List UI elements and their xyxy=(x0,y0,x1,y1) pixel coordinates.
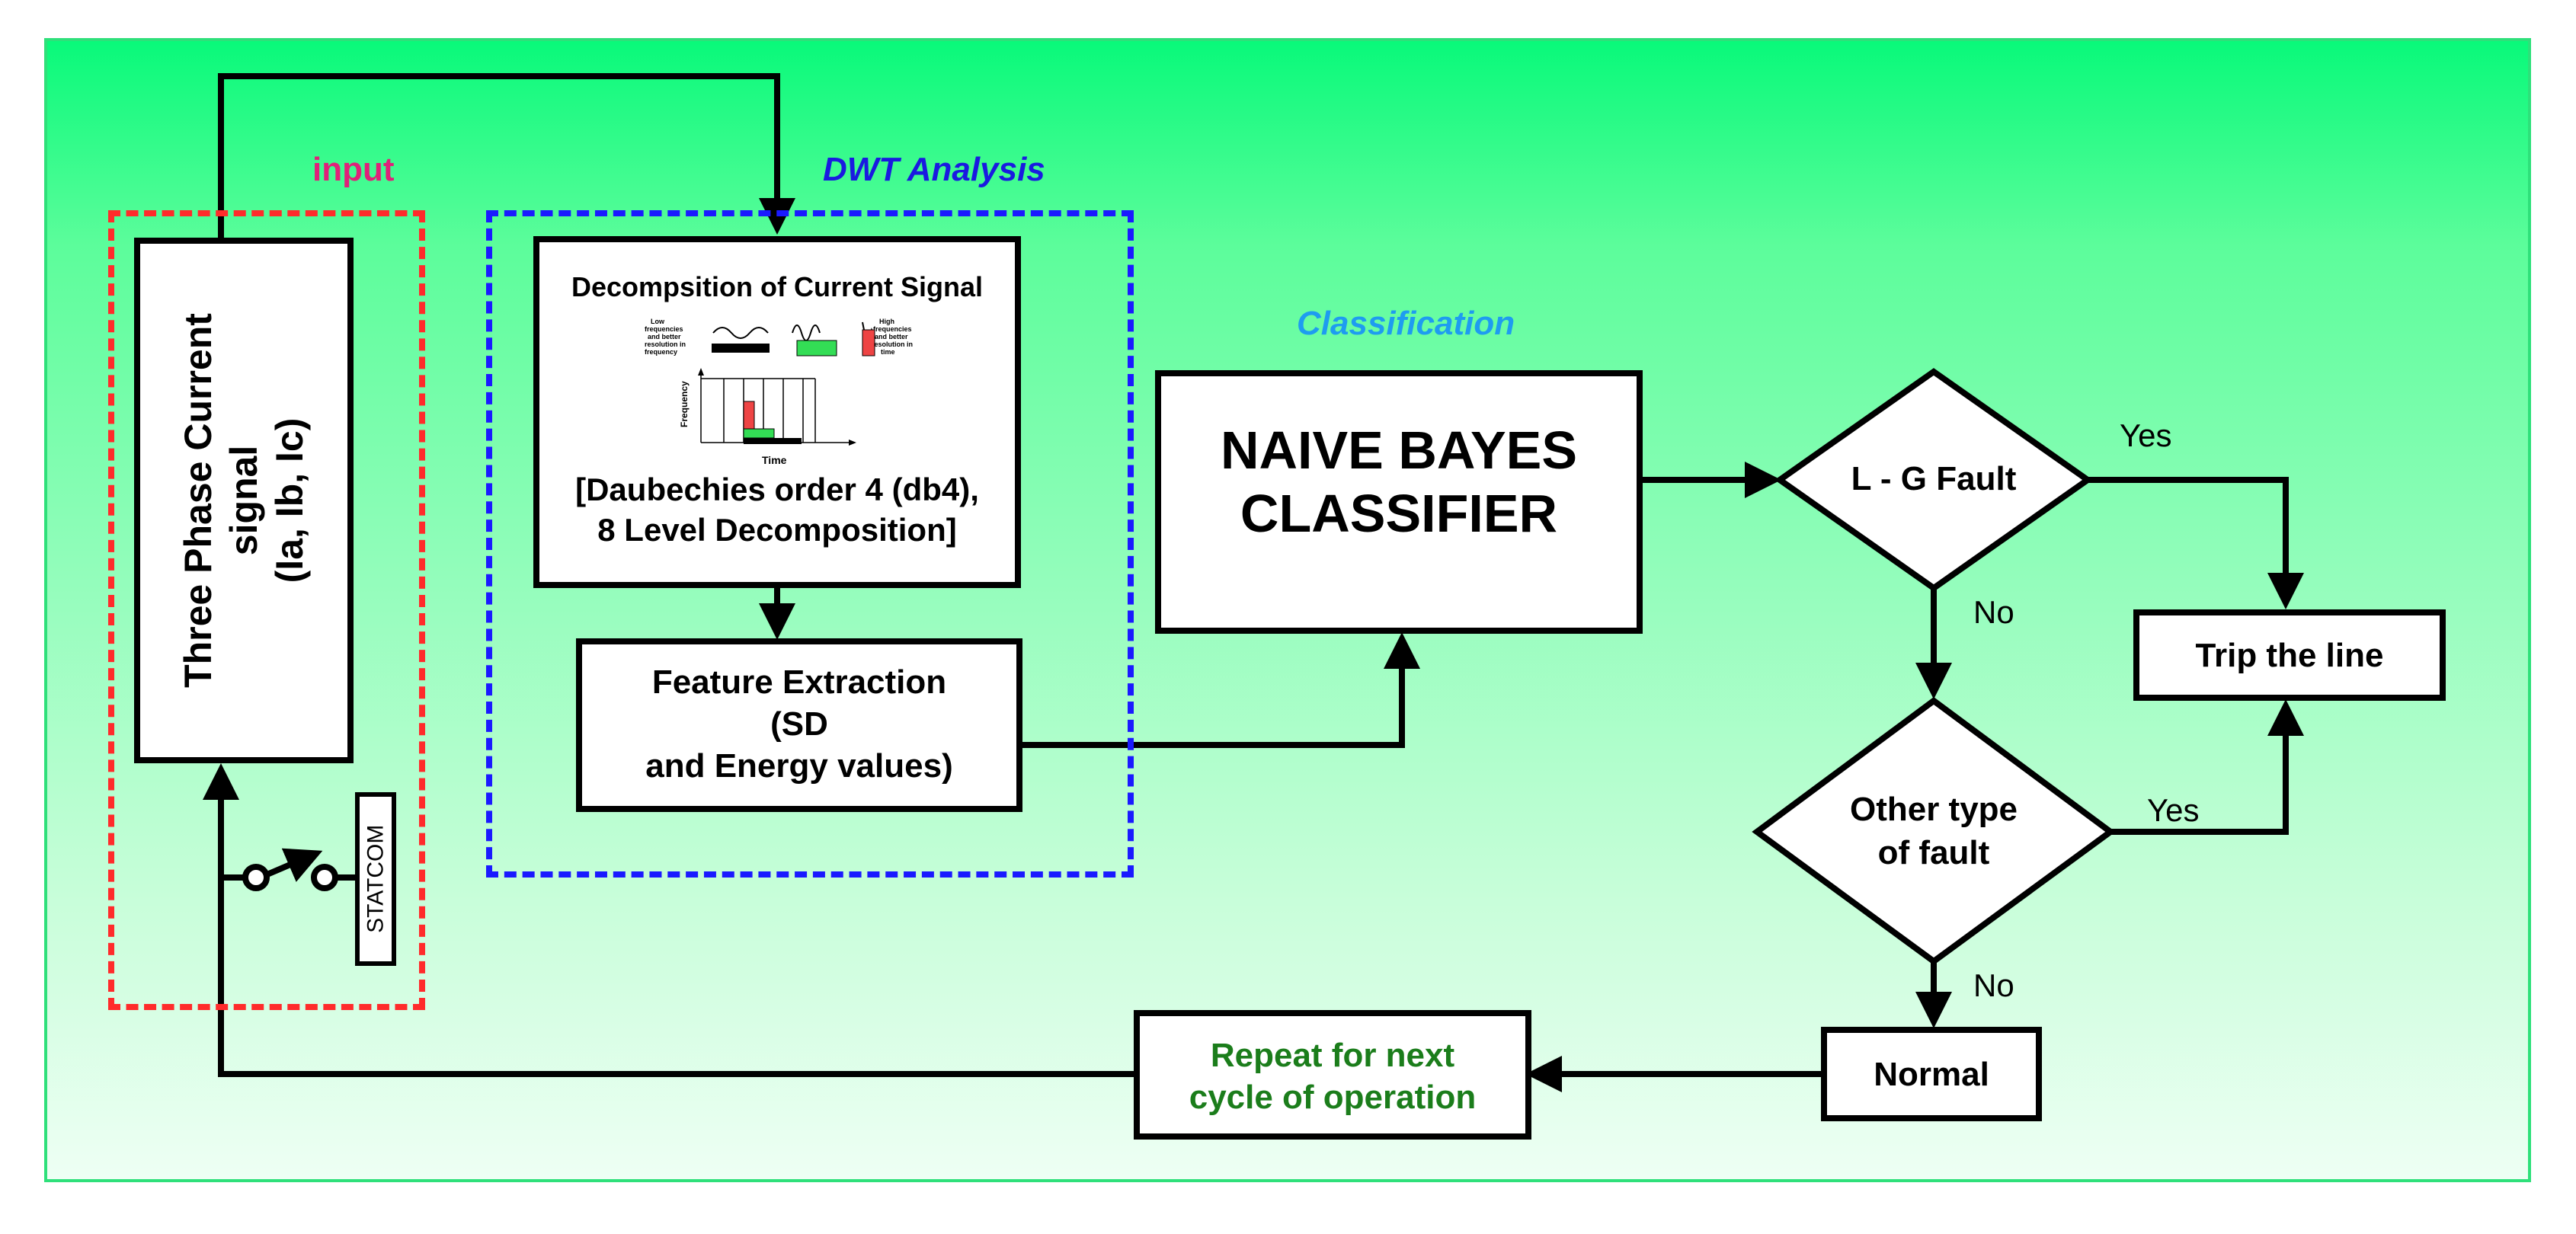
thumb-high-text-5: time xyxy=(881,348,895,356)
dwt-group-border xyxy=(486,210,1134,878)
three-phase-box: Three Phase Current signal (Ia, Ib, Ic) xyxy=(134,238,354,763)
thumb-high-text-4: resolution in xyxy=(872,340,913,348)
three-phase-line-2: signal xyxy=(222,445,266,556)
statcom-label: STATCOM xyxy=(363,824,389,934)
thumb-low-text-3: and better xyxy=(648,333,681,340)
statcom-box: STATCOM xyxy=(355,792,396,966)
classifier-line-2: CLASSIFIER xyxy=(1240,483,1558,543)
repeat-box: Repeat for next cycle of operation xyxy=(1134,1010,1531,1140)
other-fault-diamond xyxy=(1752,697,2116,965)
feature-line-2: (SD xyxy=(770,705,828,743)
yes-label-lg: Yes xyxy=(2120,417,2172,453)
thumb-high-text-3: and better xyxy=(875,333,908,340)
edge-repeat-to-input xyxy=(203,763,1134,1077)
feature-extraction-box: Feature Extraction (SD and Energy values… xyxy=(576,638,1022,812)
naive-bayes-classifier-box: NAIVE BAYES CLASSIFIER xyxy=(1155,370,1643,634)
decomposition-box: Decompsition of Current Signal Low frequ… xyxy=(533,236,1021,588)
thumb-low-text-5: frequency xyxy=(645,348,677,356)
no-label-lg: No xyxy=(1973,594,2014,630)
feature-line-3: and Energy values) xyxy=(645,747,953,785)
yes-label-other: Yes xyxy=(2147,792,2200,828)
thumb-high-text-2: frequencies xyxy=(873,325,912,333)
thumb-low-text-4: resolution in xyxy=(645,340,686,348)
three-phase-text: Three Phase Current signal (Ia, Ib, Ic) xyxy=(175,313,312,688)
lg-fault-text: L - G Fault xyxy=(1851,460,2017,497)
thumb-y-axis: Frequency xyxy=(679,381,690,427)
no-label-other: No xyxy=(1973,967,2014,1003)
thumb-low-text-2: frequencies xyxy=(645,325,683,333)
dwt-label: DWT Analysis xyxy=(823,151,1045,188)
three-phase-line-1: Three Phase Current xyxy=(177,313,220,688)
wavelet-thumbnail: Low frequencies and better resolution in… xyxy=(645,318,913,465)
other-fault-line-2: of fault xyxy=(1877,834,1990,872)
switch-contact-right xyxy=(311,864,338,891)
thumb-x-axis: Time xyxy=(762,454,787,465)
lg-fault-diamond xyxy=(1774,368,2093,592)
input-group-border xyxy=(108,210,425,1010)
thumb-high-text-1: High xyxy=(879,318,894,325)
edge-input-to-dwt xyxy=(218,73,795,238)
three-phase-line-3: (Ia, Ib, Ic) xyxy=(268,417,312,583)
decomposition-params-2: 8 Level Decomposition] xyxy=(597,511,957,548)
edge-feature-to-classifier xyxy=(1022,632,1420,748)
decomposition-params-1: [Daubechies order 4 (db4), xyxy=(575,472,979,507)
repeat-line-2: cycle of operation xyxy=(1189,1079,1477,1116)
edge-lg-yes-to-trip xyxy=(2088,477,2304,609)
normal-box: Normal xyxy=(1821,1027,2042,1121)
classifier-line-1: NAIVE BAYES xyxy=(1220,420,1578,480)
edge-other-yes-to-trip xyxy=(2110,699,2304,835)
switch-blade xyxy=(262,848,323,882)
trip-line-box: Trip the line xyxy=(2133,609,2446,701)
feature-line-1: Feature Extraction xyxy=(651,663,947,701)
decomposition-title: Decompsition of Current Signal xyxy=(571,271,984,302)
classification-label: Classification xyxy=(1297,305,1515,342)
input-label: input xyxy=(312,151,395,188)
other-fault-text: Other type of fault xyxy=(1757,788,2110,874)
repeat-line-1: Repeat for next xyxy=(1210,1037,1455,1074)
other-fault-line-1: Other type xyxy=(1849,791,2018,828)
thumb-low-text-1: Low xyxy=(651,318,665,325)
switch-contact-left xyxy=(242,864,270,891)
